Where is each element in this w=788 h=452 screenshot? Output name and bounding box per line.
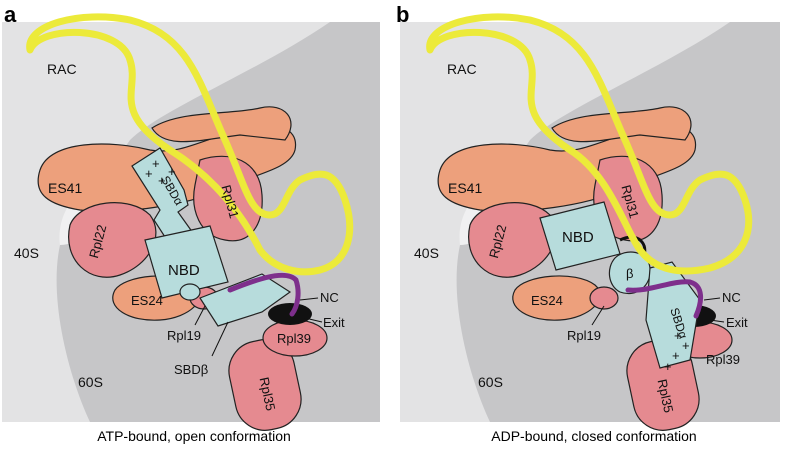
es41-label-a: ES41 xyxy=(48,180,82,196)
charge-b-4: + xyxy=(664,359,672,374)
charge-b-1: + xyxy=(674,328,682,343)
exit-label-a: Exit xyxy=(323,315,345,330)
rpl35-label-b: Rpl35 xyxy=(655,378,677,414)
nc-leader-b xyxy=(703,297,721,301)
rac-loop-a xyxy=(26,13,354,276)
rpl35-label-a: Rpl35 xyxy=(257,376,279,412)
caption-b: ADP-bound, closed conformation xyxy=(491,428,697,444)
rpl19-leader-b xyxy=(591,305,605,326)
caption-a: ATP-bound, open conformation xyxy=(97,428,291,444)
panel-b: + + + + RAC ES41 Rpl31 Rpl22 40S NBD ES2… xyxy=(400,13,780,431)
rac-label-b: RAC xyxy=(447,61,477,77)
nbd-label-a: NBD xyxy=(168,262,200,279)
rpl35-protein-a xyxy=(228,339,302,431)
subunit-60s-label-a: 60S xyxy=(78,374,103,390)
sbd-alpha-domain-a xyxy=(131,147,199,255)
es24-label-a: ES24 xyxy=(131,293,163,308)
subunit-60s-label-b: 60S xyxy=(478,374,503,390)
sbd-beta-domain-a xyxy=(199,273,292,327)
rpl19-label-b: Rpl19 xyxy=(567,328,601,343)
panel-a: + + + + RAC ES41 Rpl31 Rpl22 40S NBD ES2… xyxy=(2,13,381,431)
panel-a-letter: a xyxy=(4,2,17,27)
nc-leader-a xyxy=(299,297,319,301)
nbd-label-b: NBD xyxy=(562,229,594,246)
panel-b-letter: b xyxy=(396,2,410,27)
sbd-beta-label-a: SBDβ xyxy=(174,362,208,377)
exit-leader-b xyxy=(709,319,725,323)
subunit-40s-label-a: 40S xyxy=(14,245,39,261)
charge-a-2: + xyxy=(168,164,176,179)
es24-label-b: ES24 xyxy=(531,293,563,308)
charge-b-3: + xyxy=(672,348,680,363)
rpl19-protein-b xyxy=(589,286,619,310)
rac-loop-b xyxy=(426,13,753,275)
es41-label-b: ES41 xyxy=(448,180,482,196)
rac-label-a: RAC xyxy=(47,61,77,77)
nbd-domain-a xyxy=(144,225,229,299)
rpl19-leader-a xyxy=(194,305,206,326)
exit-label-b: Exit xyxy=(726,315,748,330)
charge-a-1: + xyxy=(152,156,160,171)
rpl39-label-b: Rpl39 xyxy=(706,352,740,367)
rpl39-label-a: Rpl39 xyxy=(277,331,311,346)
subunit-40s-label-b: 40S xyxy=(414,245,439,261)
nc-label-a: NC xyxy=(320,290,339,305)
nascent-chain-b xyxy=(625,279,703,319)
charge-b-2: + xyxy=(682,338,690,353)
nascent-chain-a xyxy=(227,272,301,317)
charge-a-3: + xyxy=(158,173,166,188)
linker-blob-a xyxy=(179,283,201,301)
charge-a-4: + xyxy=(145,166,153,181)
exit-leader-a xyxy=(304,317,323,323)
beta-label-b: β xyxy=(626,266,633,281)
nc-label-b: NC xyxy=(722,290,741,305)
sbd-beta-leader-a xyxy=(211,321,229,357)
rpl19-label-a: Rpl19 xyxy=(167,328,201,343)
